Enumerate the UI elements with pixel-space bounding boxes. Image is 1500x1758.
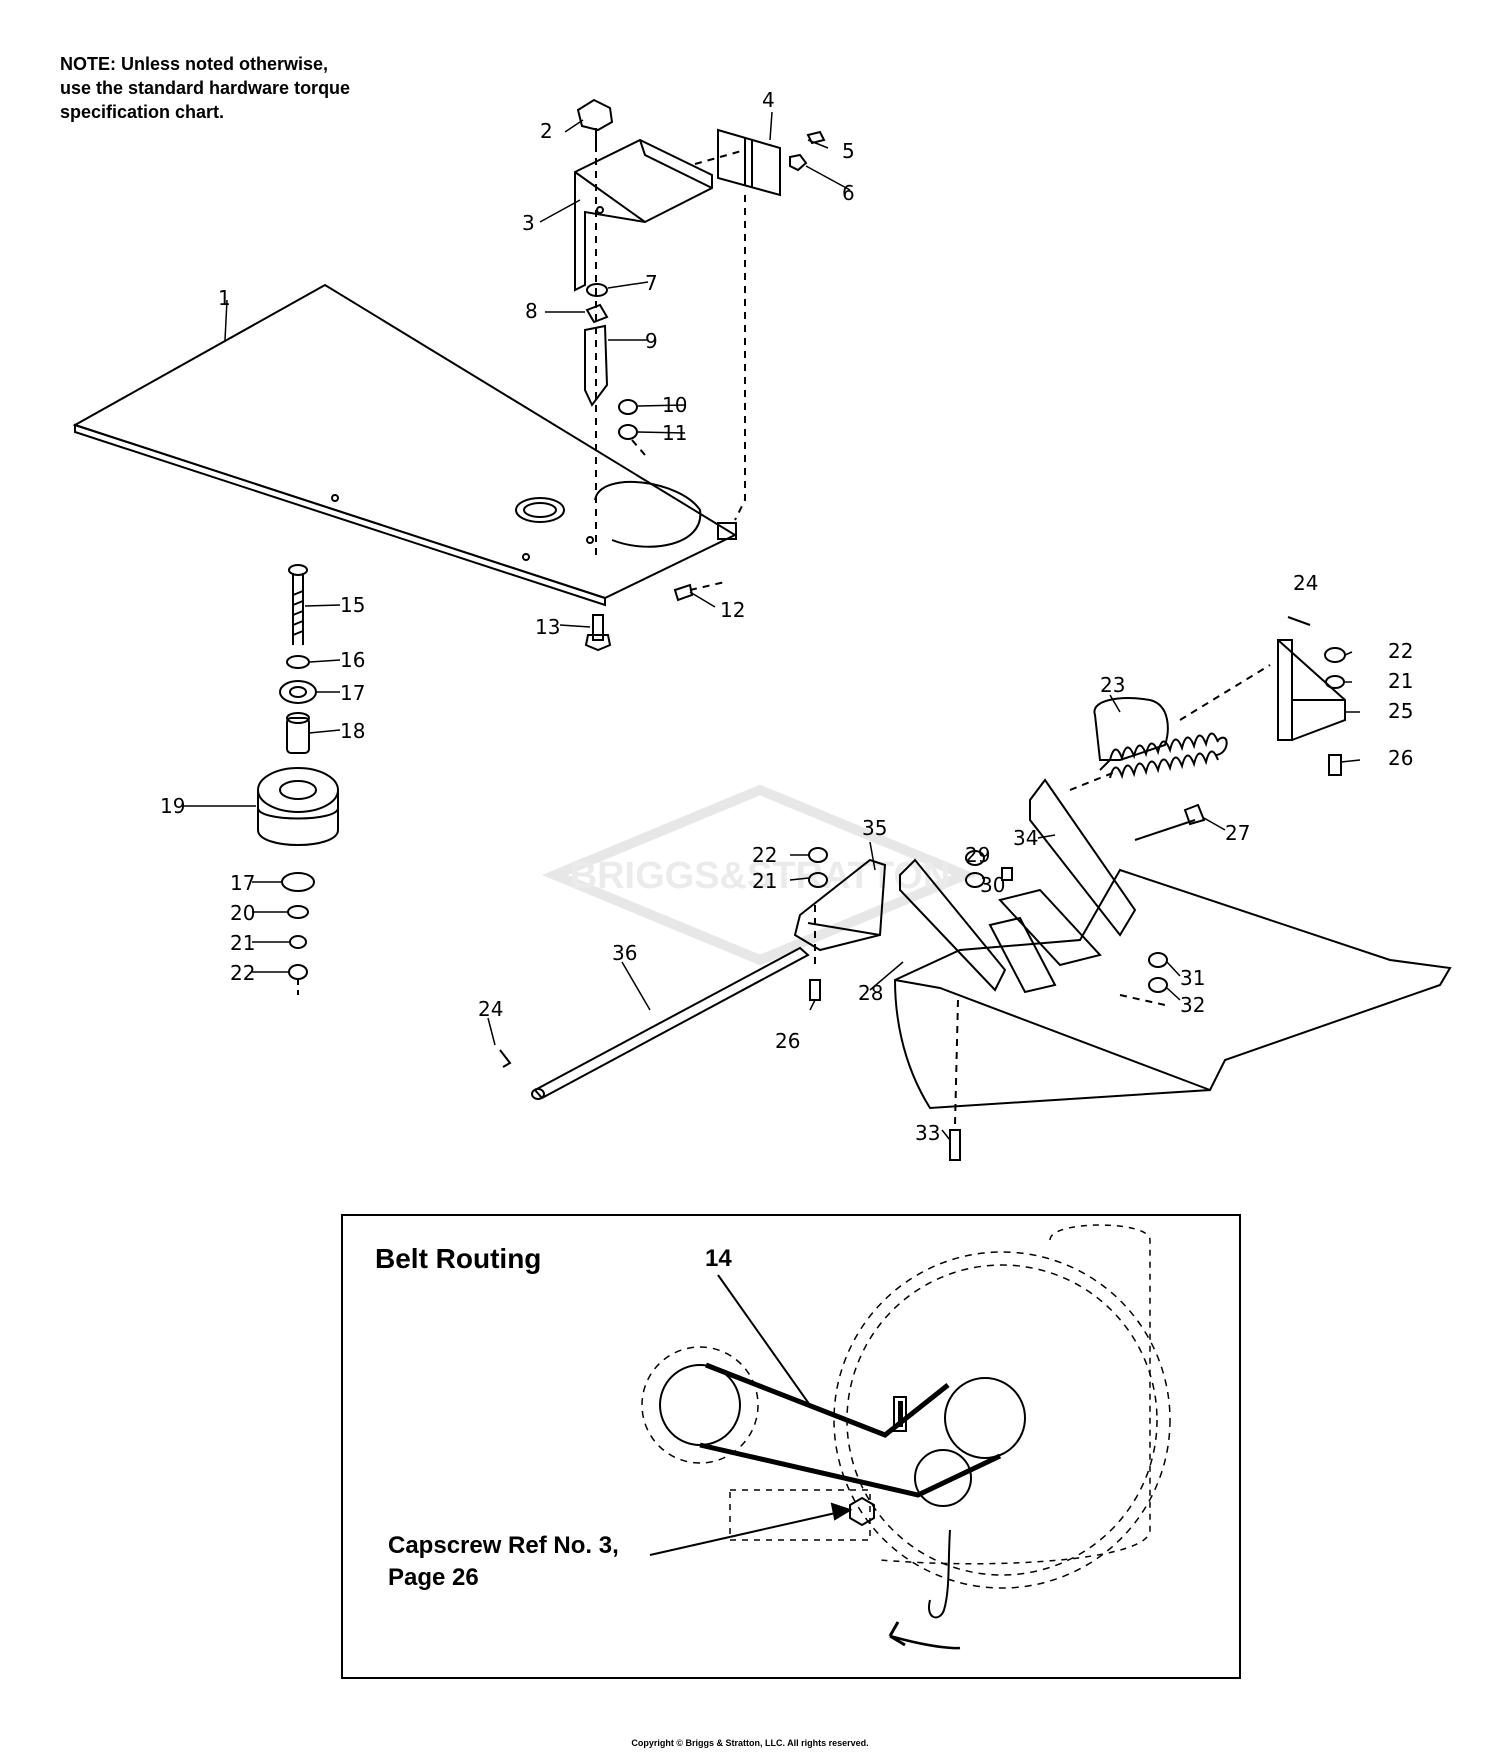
part-4-hinge — [717, 128, 781, 197]
leader-lines — [182, 111, 1361, 1141]
watermark-text: BRIGGS&STRATTON — [570, 855, 951, 897]
small-hardware — [584, 130, 826, 652]
callout-17-bottom: 17 — [230, 871, 255, 895]
callout-22-mid: 22 — [752, 843, 777, 867]
callout-7: 7 — [645, 271, 658, 295]
callout-13: 13 — [535, 615, 560, 639]
callout-11: 11 — [662, 421, 687, 445]
assembly-lines-top — [595, 145, 746, 591]
callout-10: 10 — [662, 393, 687, 417]
callout-15: 15 — [340, 593, 365, 617]
part-2-knob — [576, 98, 614, 145]
callout-22-right: 22 — [1388, 639, 1413, 663]
callout-23: 23 — [1100, 673, 1125, 697]
callout-19: 19 — [160, 794, 185, 818]
copyright-text: Copyright © Briggs & Stratton, LLC. All … — [631, 1738, 869, 1748]
callout-2: 2 — [540, 119, 553, 143]
callout-33: 33 — [915, 1121, 940, 1145]
callout-21-right: 21 — [1388, 669, 1413, 693]
right-assembly — [499, 616, 1452, 1161]
callout-16: 16 — [340, 648, 365, 672]
callout-24-left: 24 — [478, 997, 503, 1021]
part-23-spring — [1099, 732, 1228, 780]
callout-31: 31 — [1180, 966, 1205, 990]
callout-labels: 2 3 4 5 6 7 8 9 10 11 12 13 1 15 16 17 1… — [160, 88, 1413, 1145]
callout-36: 36 — [612, 941, 637, 965]
callout-22-left: 22 — [230, 961, 255, 985]
watermark-logo: BRIGGS&STRATTON — [541, 784, 979, 966]
callout-5: 5 — [842, 139, 855, 163]
part-3-bracket — [574, 138, 713, 292]
callout-9: 9 — [645, 329, 658, 353]
callout-25: 25 — [1388, 699, 1413, 723]
note-text: NOTE: Unless noted otherwise, use the st… — [60, 52, 350, 124]
callout-12: 12 — [720, 598, 745, 622]
capscrew-line-2: Page 26 — [388, 1564, 479, 1591]
capscrew-line-1: Capscrew Ref No. 3, — [388, 1532, 619, 1559]
callout-20: 20 — [230, 901, 255, 925]
capscrew-label: Capscrew Ref No. 3, Page 26 — [388, 1530, 619, 1594]
callout-18: 18 — [340, 719, 365, 743]
callout-6: 6 — [842, 181, 855, 205]
callout-35: 35 — [862, 816, 887, 840]
inset-frame — [341, 1214, 1241, 1679]
note-line-2: use the standard hardware torque — [60, 78, 351, 98]
callout-32: 32 — [1180, 993, 1205, 1017]
callout-14: 14 — [705, 1245, 732, 1272]
callout-1: 1 — [218, 286, 231, 310]
callout-3: 3 — [522, 211, 535, 235]
assembly-lines-right — [814, 664, 1271, 1126]
callout-17-top: 17 — [340, 681, 365, 705]
callout-26-mid: 26 — [775, 1029, 800, 1053]
belt-routing-inset: Belt Routing 14 — [341, 1214, 1241, 1679]
callout-4: 4 — [762, 88, 775, 112]
note-line-1: NOTE: Unless noted otherwise, — [60, 54, 329, 74]
callout-24-right: 24 — [1293, 571, 1318, 595]
pulley-stack — [257, 564, 339, 995]
callout-21-mid: 21 — [752, 869, 777, 893]
callout-21-left: 21 — [230, 931, 255, 955]
callout-29: 29 — [965, 843, 990, 867]
callout-26-right: 26 — [1388, 746, 1413, 770]
part-1-plate — [72, 283, 738, 607]
callout-34: 34 — [1013, 826, 1038, 850]
note-line-3: specification chart. — [60, 102, 225, 122]
callout-8: 8 — [525, 299, 538, 323]
callout-27: 27 — [1225, 821, 1250, 845]
callout-28: 28 — [858, 981, 883, 1005]
inset-title: Belt Routing — [375, 1243, 541, 1274]
callout-30: 30 — [980, 873, 1005, 897]
